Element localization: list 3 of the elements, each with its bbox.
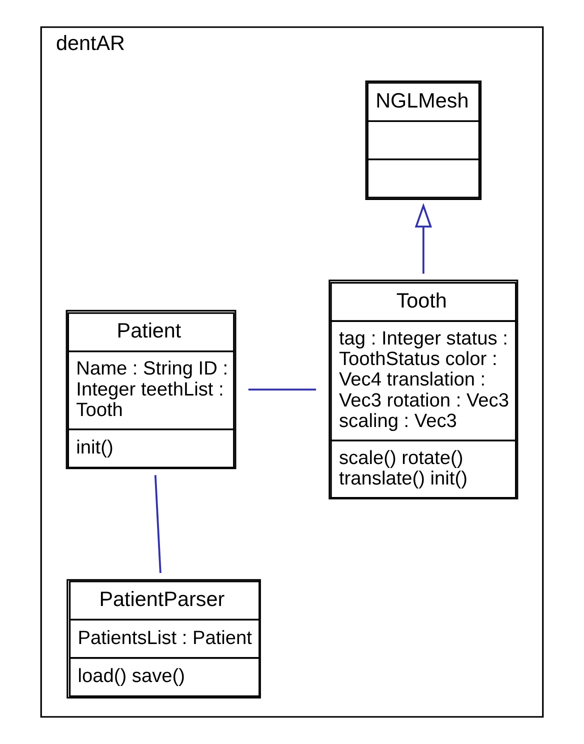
connector (248, 388, 316, 390)
connector (154, 475, 162, 574)
arrow (414, 202, 432, 274)
